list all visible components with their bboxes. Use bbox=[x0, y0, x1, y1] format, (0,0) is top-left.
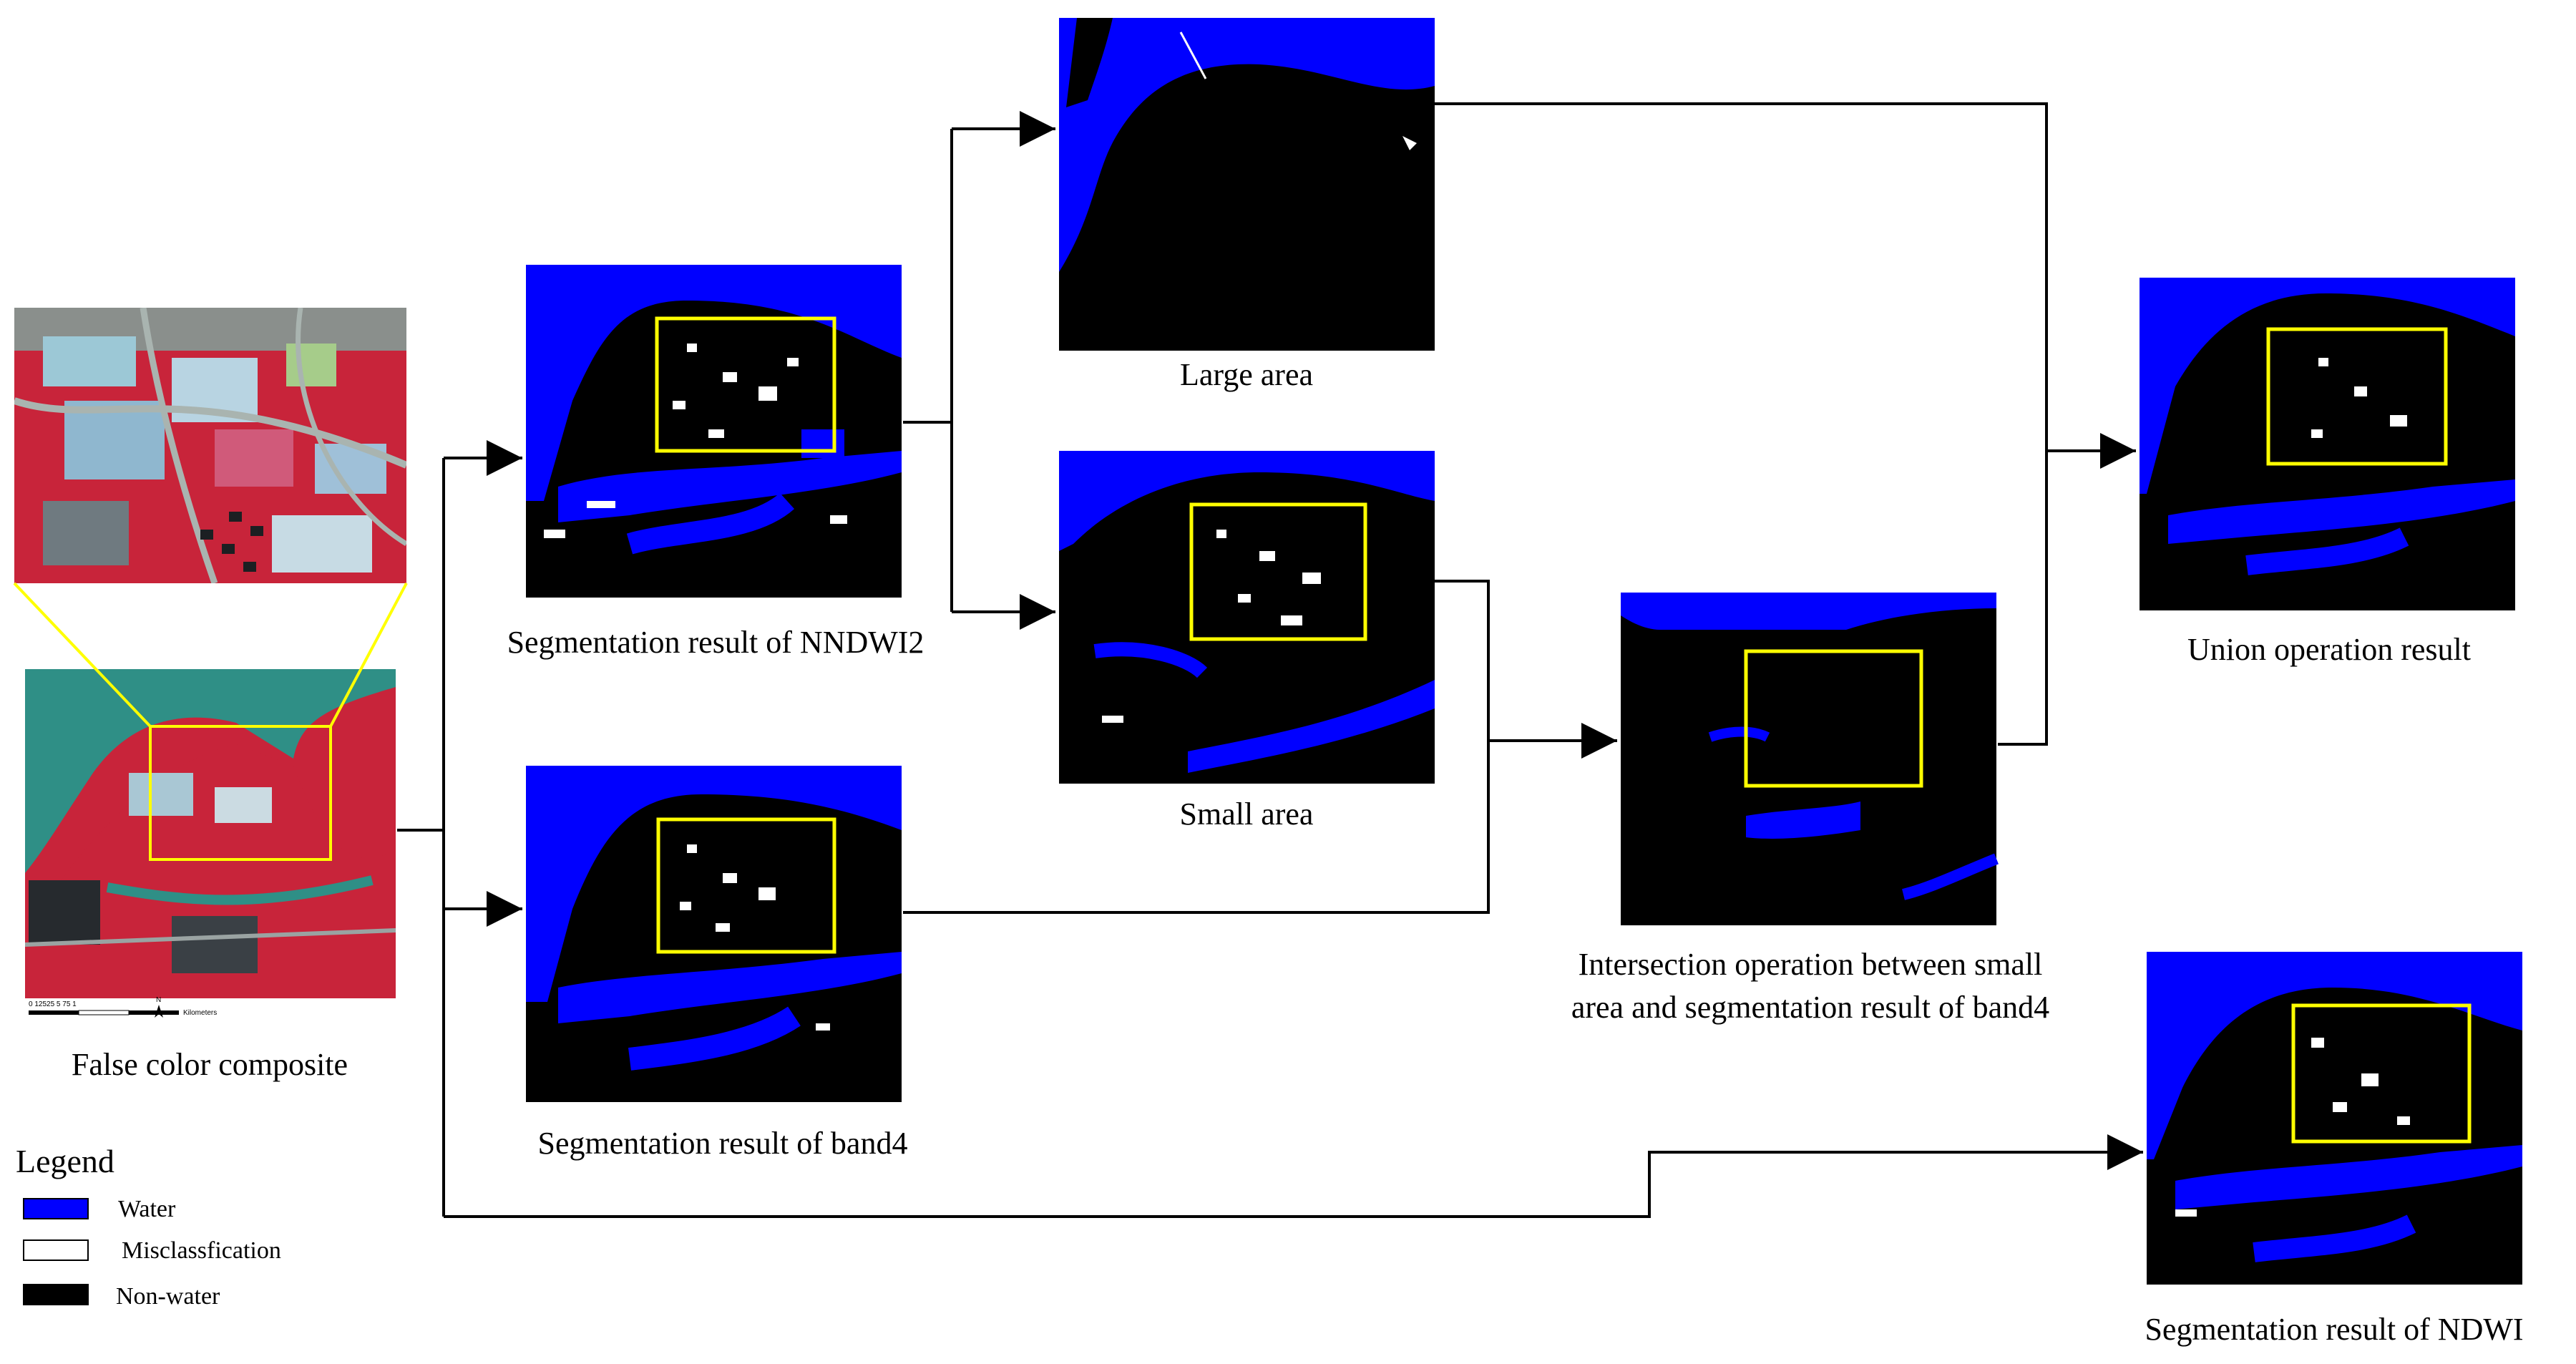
false-color-composite-image bbox=[25, 669, 396, 998]
intersection-highlight-box bbox=[1744, 649, 1923, 788]
caption-false-color: False color composite bbox=[72, 1047, 348, 1082]
nndwi2-image bbox=[526, 265, 902, 598]
connector-large-area-and-intersection bbox=[1435, 102, 2048, 746]
connector-band4-to-intersection bbox=[903, 741, 1490, 914]
legend-swatch-water bbox=[23, 1198, 89, 1219]
caption-intersection-line2: area and segmentation result of band4 bbox=[1571, 990, 2049, 1025]
north-arrow-label: N bbox=[156, 996, 161, 1004]
intersection-image bbox=[1621, 593, 1999, 925]
ndwi-image bbox=[2147, 952, 2522, 1285]
arrow-to-intersection bbox=[1435, 580, 1617, 759]
zoom-line-left bbox=[13, 582, 152, 728]
scale-bar: 0 12525 5 75 1 Kilometers N bbox=[29, 996, 217, 1018]
scale-bar-unit: Kilometers bbox=[183, 1009, 217, 1017]
nndwi2-highlight-box bbox=[655, 316, 836, 453]
caption-ndwi: Segmentation result of NDWI bbox=[2145, 1312, 2523, 1347]
large-area-image bbox=[1059, 18, 1435, 351]
band4-highlight-box bbox=[656, 817, 836, 954]
ndwi-highlight-box bbox=[2291, 1003, 2472, 1144]
legend-label-water: Water bbox=[118, 1196, 176, 1222]
false-color-zoom-image bbox=[14, 308, 406, 583]
legend-label-misclassification: Misclassfication bbox=[122, 1237, 281, 1264]
zoom-indicator bbox=[13, 582, 408, 861]
union-image bbox=[2140, 278, 2515, 610]
connectors bbox=[397, 102, 2143, 1218]
small-area-highlight-box bbox=[1189, 502, 1367, 641]
zoom-box bbox=[149, 725, 332, 861]
caption-small-area: Small area bbox=[1180, 797, 1314, 832]
caption-intersection-line1: Intersection operation between small bbox=[1579, 947, 2043, 982]
zoom-line-right bbox=[329, 583, 408, 727]
legend-swatch-misclassification bbox=[23, 1239, 89, 1261]
caption-union: Union operation result bbox=[2187, 632, 2471, 667]
legend-swatch-nonwater bbox=[23, 1284, 89, 1305]
caption-nndwi2: Segmentation result of NNDWI2 bbox=[507, 625, 924, 660]
caption-large-area: Large area bbox=[1180, 357, 1313, 392]
legend: Legend Water Misclassfication Non-water bbox=[16, 1143, 281, 1310]
legend-label-nonwater: Non-water bbox=[116, 1283, 220, 1310]
scale-bar-ticks: 0 12525 5 75 1 bbox=[29, 1000, 77, 1008]
caption-band4: Segmentation result of band4 bbox=[538, 1126, 908, 1161]
north-arrow-icon bbox=[155, 1005, 163, 1018]
small-area-image bbox=[1059, 451, 1435, 784]
band4-image bbox=[526, 766, 902, 1102]
union-highlight-box bbox=[2266, 327, 2448, 466]
arrow-to-ndwi bbox=[444, 1134, 2143, 1218]
legend-title: Legend bbox=[16, 1143, 114, 1179]
